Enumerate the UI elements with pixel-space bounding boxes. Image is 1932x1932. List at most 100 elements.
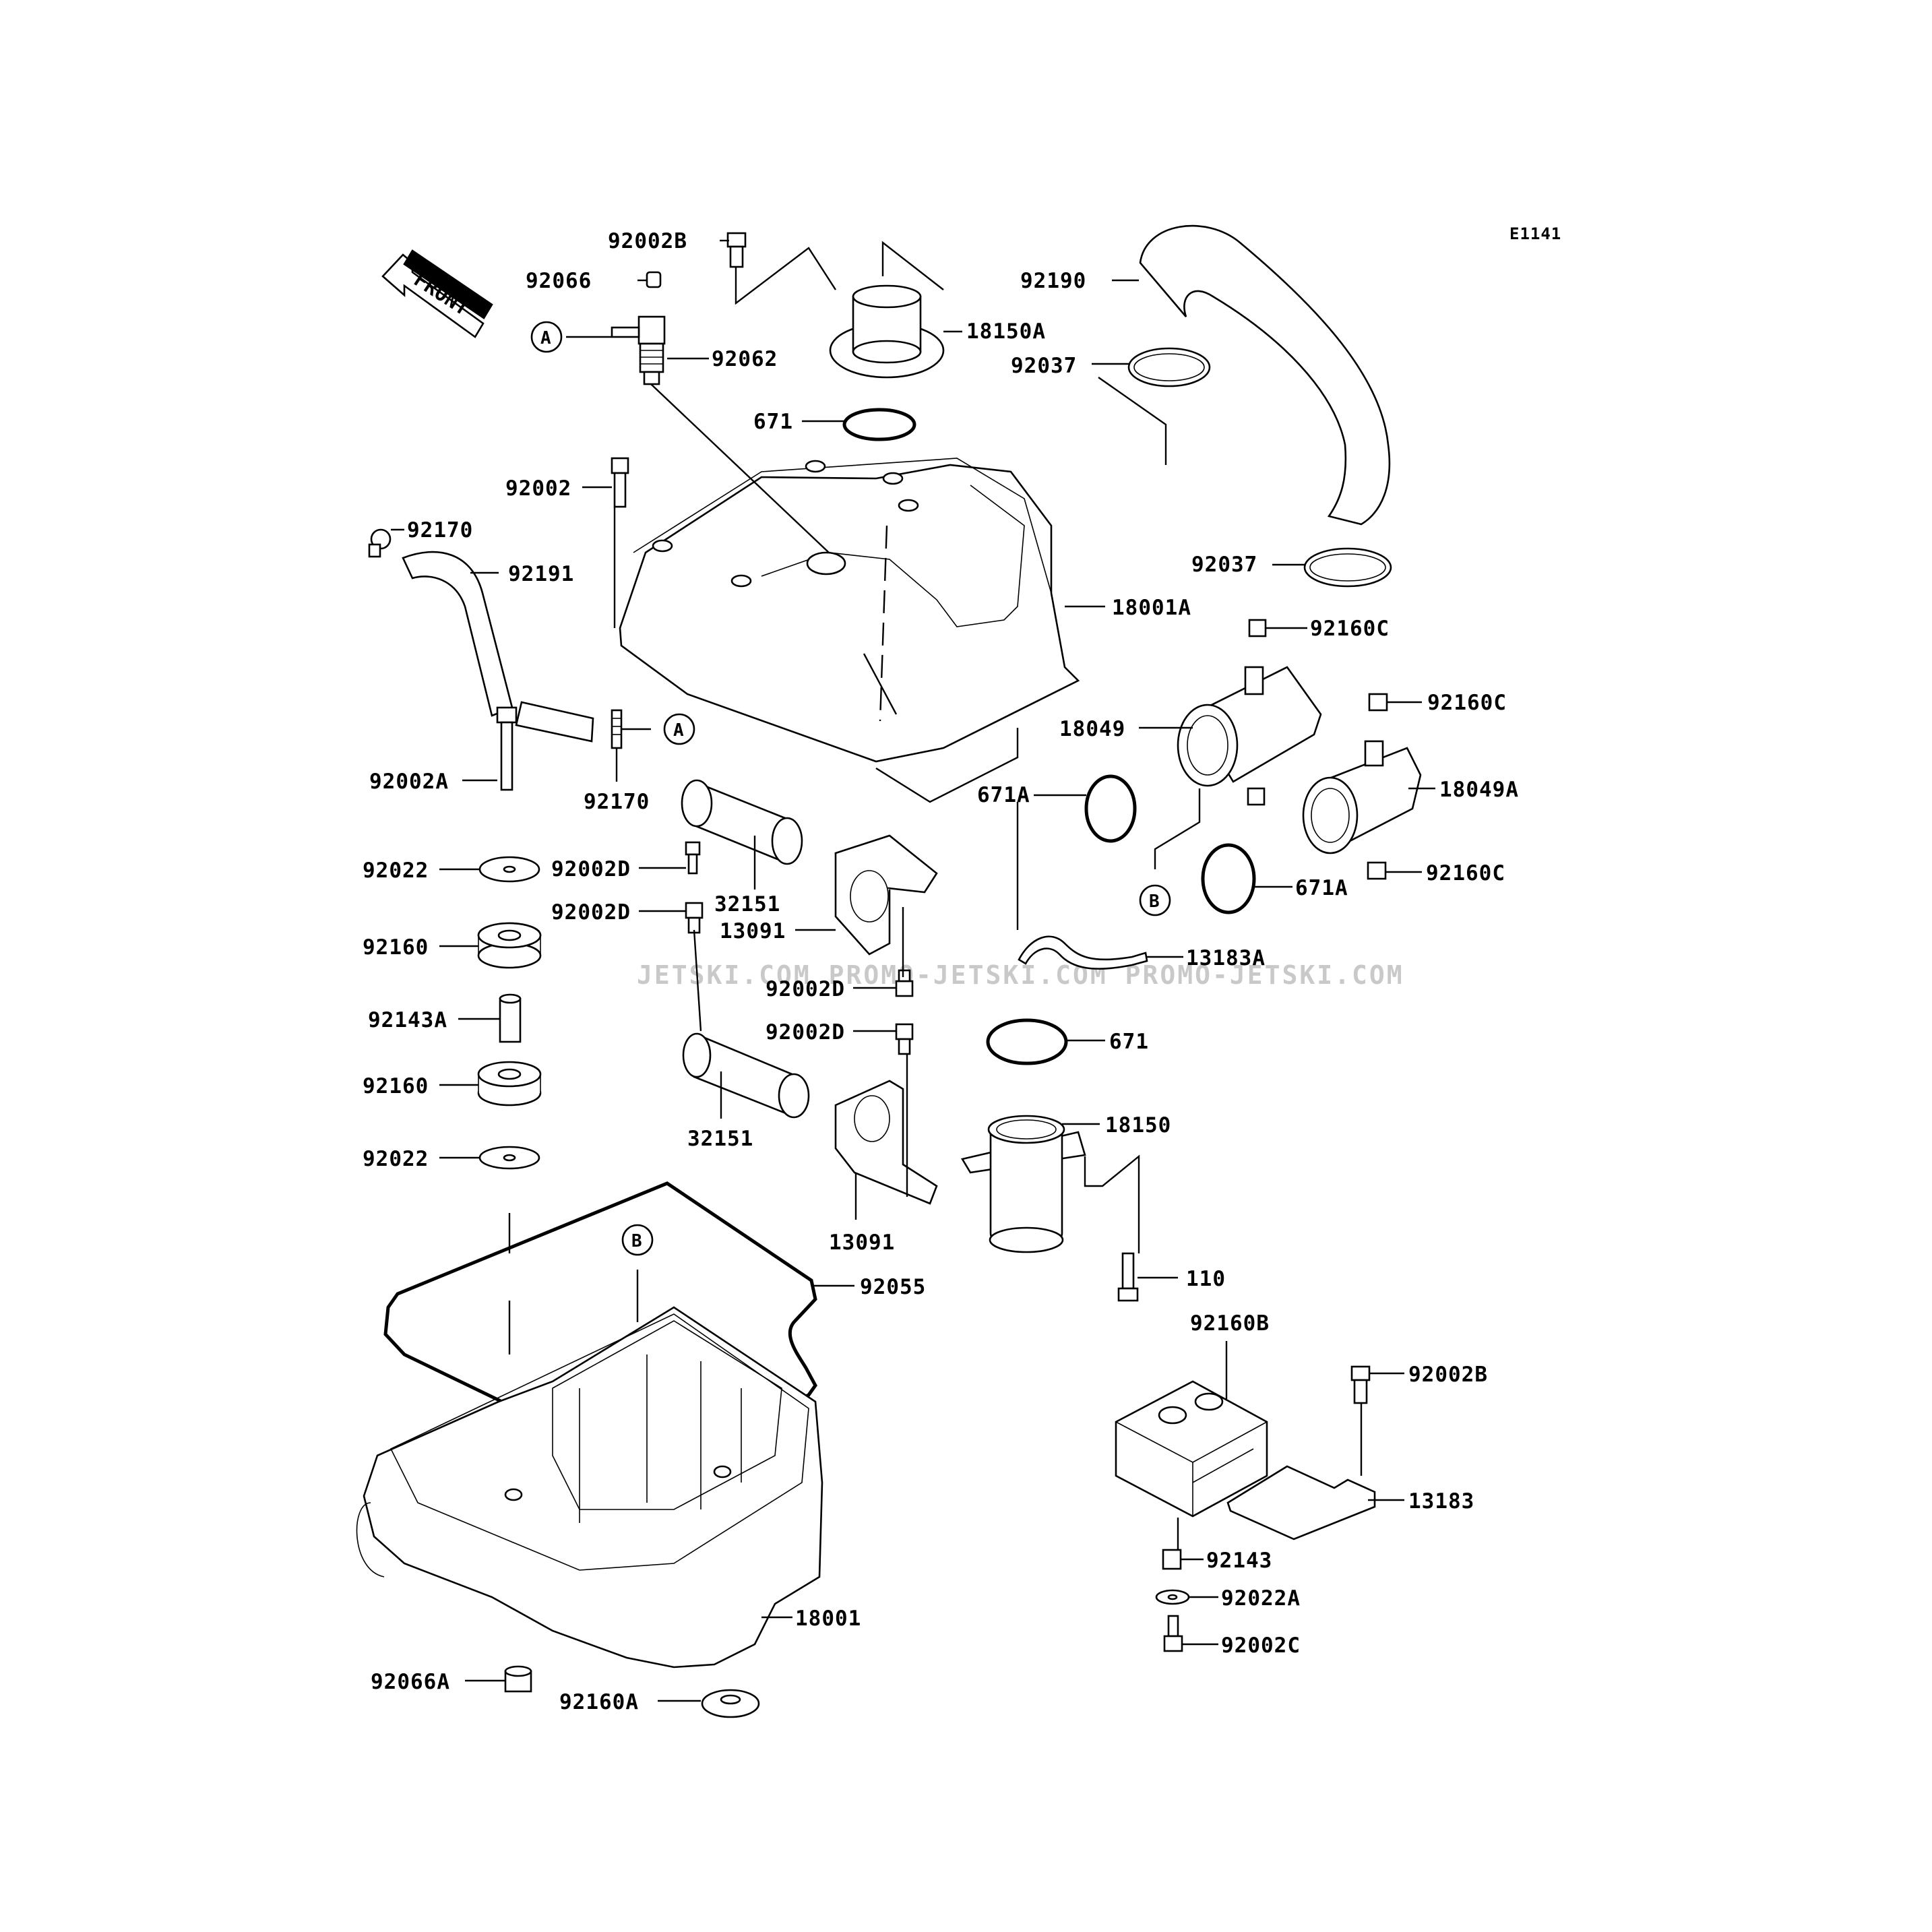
part-label: 32151 [687,1127,753,1151]
part-label: 32151 [714,892,780,916]
callout-a-top-text: A [540,328,551,348]
part-label: 92037 [1191,553,1257,577]
part-label: 92062 [712,347,778,371]
part-label: 13183A [1186,946,1266,970]
hose-92191-end-icon [515,701,594,743]
duct-18049A-icon [1302,740,1422,854]
part-label: 18001A [1112,596,1191,620]
part-label: 18001 [795,1607,861,1631]
clip-92160C-2-icon [1368,693,1388,712]
part-label: 92002 [505,476,571,501]
hose-92190-icon [1139,224,1391,526]
part-label: 92002B [1408,1363,1488,1387]
duct-18049-icon [1177,666,1322,787]
part-label: 671 [753,410,793,434]
bolt-92002D-2-icon [685,902,704,934]
part-label: 92022 [363,859,429,883]
callout-b-right-text: B [1149,892,1160,912]
part-label: 92002C [1221,1633,1301,1658]
oring-671A-left-icon [1084,774,1137,843]
part-label: 13091 [829,1230,895,1255]
part-label: 92002D [551,900,631,925]
part-label: 92170 [407,518,473,542]
part-label: 92160B [1190,1311,1270,1336]
bolt-92002B-right-icon [1350,1365,1371,1404]
part-label: 18049 [1059,717,1125,741]
part-label: 92143A [368,1008,447,1032]
duct-18150-icon [960,1115,1086,1253]
watermark: JETSKI.COM PROMO-JETSKI.COM PROMO-JETSKI… [637,960,1404,990]
bolt-92002B-top-icon [726,232,747,268]
part-label: 92160 [363,1074,429,1098]
part-label: 92002D [766,1020,845,1045]
callout-b-bottom: B [621,1224,654,1256]
bolt-92002D-1-icon [685,841,701,875]
part-label: 92190 [1020,269,1086,293]
part-label: 92066 [526,269,592,293]
clamp-92037-right-icon [1303,547,1392,588]
part-label: 92191 [508,562,574,586]
callout-a-mid: A [663,713,695,745]
resistor-32151-bottom-icon [682,1032,810,1119]
oring-671A-right-icon [1201,843,1256,914]
clip-92160C-3-icon [1367,861,1387,880]
diagram-code: E1141 [1509,224,1561,243]
clip-92160C-4-icon [1247,787,1266,806]
part-label: 92002A [369,770,449,794]
leader-lines [391,239,1435,1702]
bracket-13183-icon [1226,1465,1376,1540]
plug-92066A-icon [504,1665,532,1693]
part-label: 92160A [559,1690,639,1714]
part-label: 671 [1109,1030,1149,1054]
callout-b-right: B [1139,884,1171,916]
bolt-92002C-icon [1163,1615,1183,1652]
oring-671-top-icon [842,408,916,441]
part-label: 92002B [608,229,687,253]
part-label: 92160 [363,935,429,960]
part-label: 92022 [363,1147,429,1171]
block-92160B-icon [1115,1380,1268,1518]
cap-92066-icon [646,271,662,288]
oring-671-mid-icon [986,1018,1068,1065]
collar-92143-icon [1162,1549,1182,1570]
bolt-92002D-4-icon [895,1023,914,1055]
oil-pan-18001-icon [356,1306,823,1669]
part-label: 110 [1186,1267,1226,1291]
flange-18150A-icon [829,284,945,379]
washer-92160A-icon [701,1689,760,1718]
clamp-92170-top-icon [368,528,392,558]
bolt-92002D-3-icon [895,969,914,997]
part-label: 92160C [1427,691,1507,715]
collar-92143A-icon [499,993,522,1043]
part-label: 92160C [1426,861,1505,885]
part-label: 671A [1295,876,1348,900]
part-label: 92002D [766,977,845,1001]
part-label: 92055 [860,1275,926,1299]
washer-92022-bottom-icon [478,1146,540,1170]
bolt-92002-icon [611,457,629,508]
resistor-32151-top-icon [681,779,803,865]
hose-92191-icon [402,551,513,717]
part-label: 92066A [371,1670,450,1694]
front-arrow-icon: FRONT [381,249,493,338]
part-label: 92037 [1011,354,1077,378]
part-label: 18150 [1105,1113,1171,1138]
grommet-92160-top-icon [477,922,542,969]
bolt-110-icon [1117,1252,1139,1302]
callout-b-bottom-text: B [631,1231,642,1251]
cover-18001A-icon [619,458,1080,763]
clip-92160C-1-icon [1248,619,1267,637]
part-label: 13091 [720,919,786,943]
part-label: 92002D [551,857,631,881]
bracket-13091-bottom-icon [834,1080,938,1205]
grommet-92160-bottom-icon [477,1061,542,1107]
callout-a-top: A [530,321,563,353]
part-label: 671A [977,783,1030,807]
stud-92170-mid-icon [611,709,623,749]
gasket-92055-icon [383,1181,817,1471]
washer-92022A-icon [1155,1589,1190,1605]
bracket-13091-top-icon [834,834,938,956]
part-label: 18049A [1439,778,1519,802]
clamp-92037-top-icon [1127,347,1211,387]
